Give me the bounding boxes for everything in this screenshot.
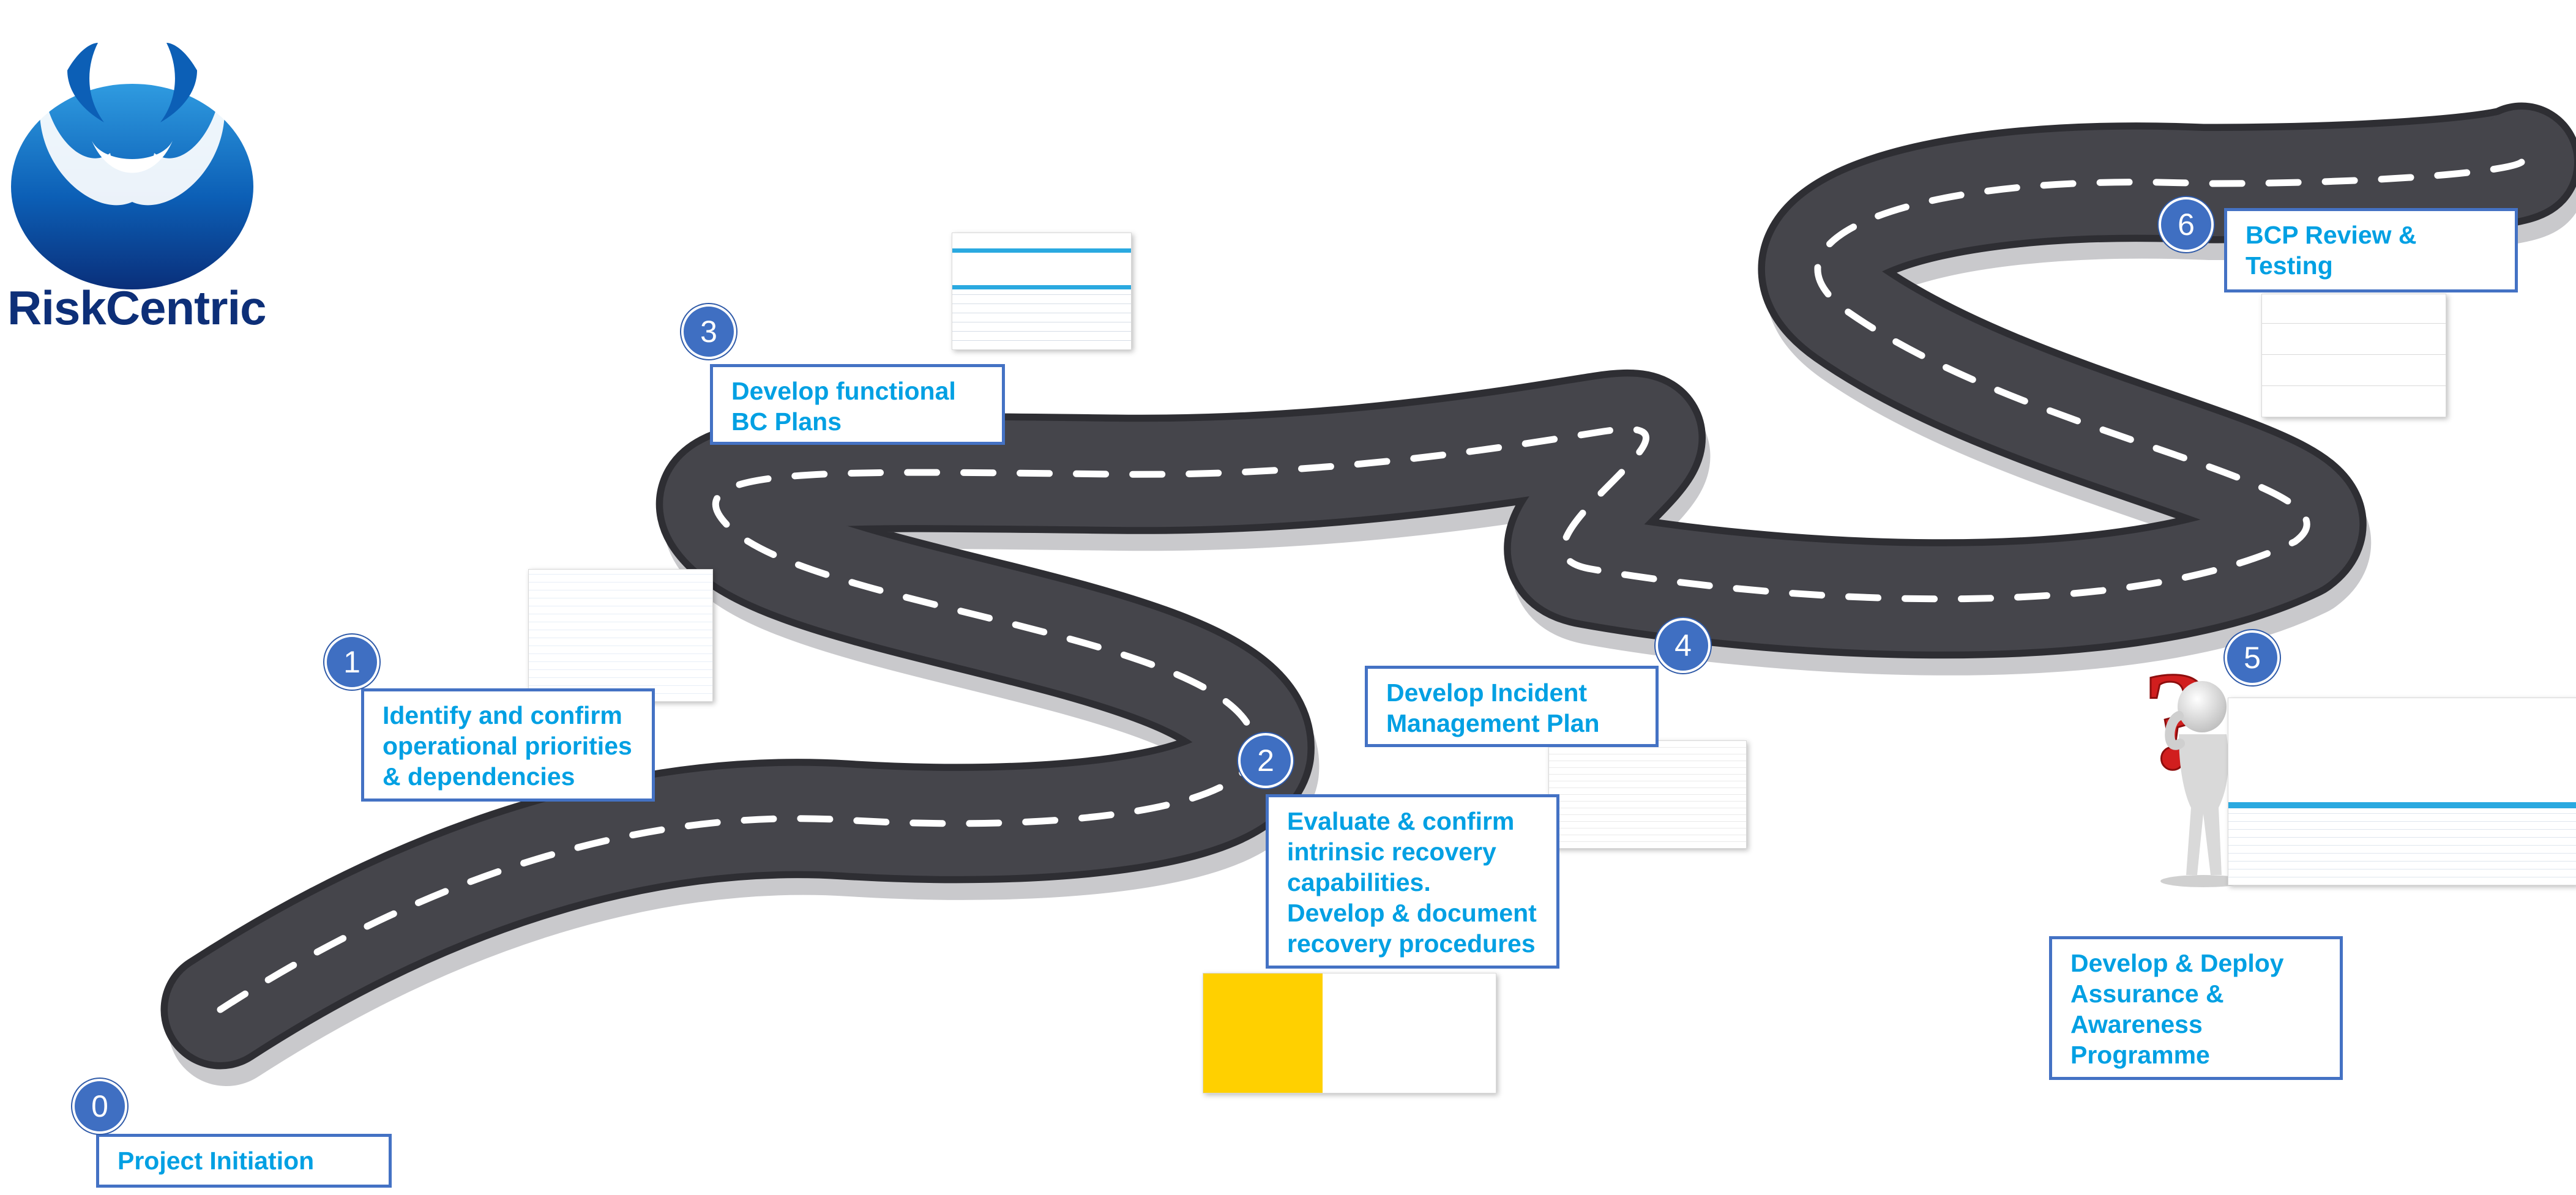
step-3-badge: 3 (681, 304, 736, 359)
document-thumbnail-incident-plan (1548, 740, 1747, 849)
step-5-badge: 5 (2225, 630, 2280, 685)
document-thumbnail-bc-plans (952, 233, 1132, 350)
document-thumbnail-recovery (1203, 973, 1496, 1093)
document-thumbnail-priorities (528, 569, 713, 702)
step-0-badge: 0 (72, 1079, 127, 1134)
document-thumbnail-testing (2261, 294, 2446, 417)
step-6-badge: 6 (2159, 197, 2214, 252)
step-1-badge: 1 (324, 635, 379, 690)
step-1-label: Identify and confirm operational priorit… (361, 688, 655, 802)
step-2-badge: 2 (1238, 733, 1293, 788)
question-mark-figure-icon: ? (2141, 642, 2246, 887)
step-2-label: Evaluate & confirm intrinsic recovery ca… (1266, 794, 1559, 969)
step-0-label: Project Initiation (96, 1134, 392, 1188)
step-5-label: Develop & Deploy Assurance & Awareness P… (2049, 936, 2343, 1080)
step-4-label: Develop Incident Management Plan (1365, 666, 1659, 747)
document-thumbnail-assurance (2228, 698, 2576, 885)
phoenix-logo-icon (11, 43, 253, 289)
brand-name: RiskCentric (7, 281, 266, 335)
step-4-badge: 4 (1656, 618, 1711, 673)
step-6-label: BCP Review & Testing (2224, 208, 2518, 292)
step-3-label: Develop functional BC Plans (710, 364, 1005, 445)
winding-road (160, 102, 2576, 1086)
